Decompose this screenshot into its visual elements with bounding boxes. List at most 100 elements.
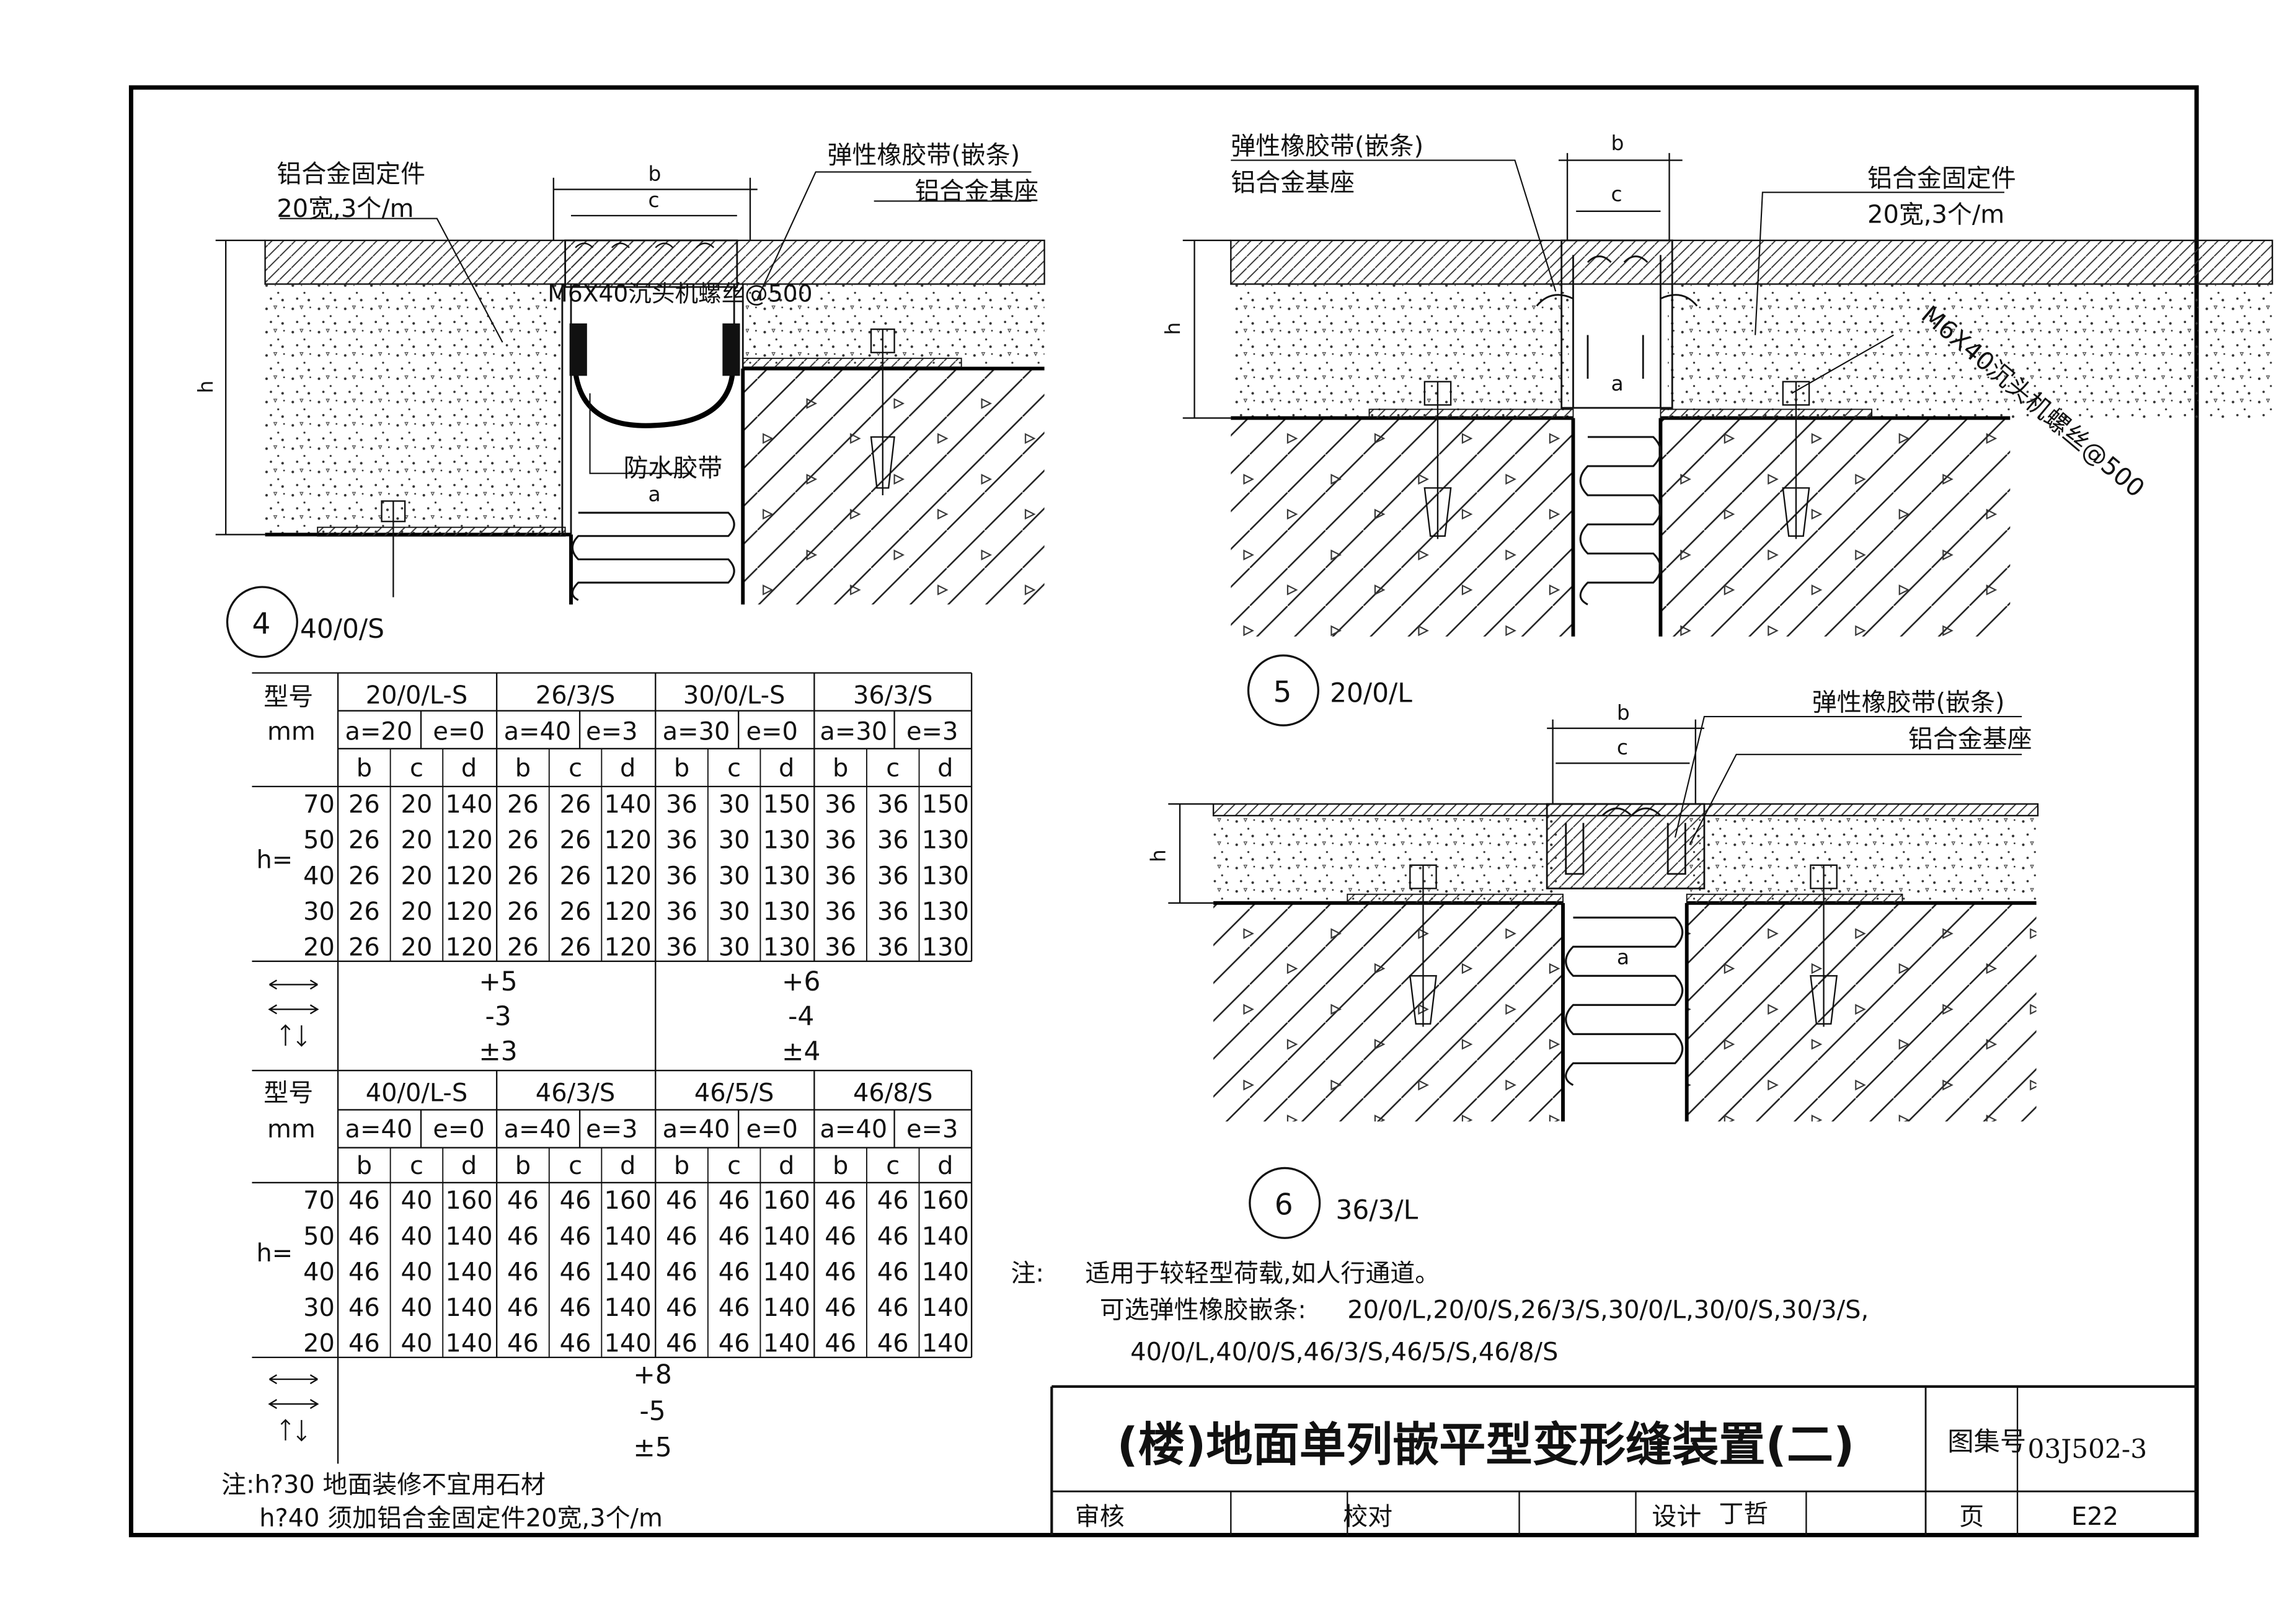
table2-cell: 46 bbox=[507, 1186, 539, 1215]
table1-cell: 120 bbox=[604, 862, 652, 890]
t1-move-left-0: +5 bbox=[479, 966, 517, 997]
table1-cell: 26 bbox=[348, 826, 380, 855]
table2-subcol: d bbox=[620, 1152, 635, 1180]
table1-cell: 36 bbox=[666, 862, 697, 890]
table2-cell: 140 bbox=[763, 1222, 810, 1251]
table2-cell: 140 bbox=[445, 1222, 492, 1251]
table2-cell: 140 bbox=[445, 1258, 492, 1286]
notes-line3: 40/0/L,40/0/S,46/3/S,46/5/S,46/8/S bbox=[1130, 1338, 1558, 1367]
table2-h-value: 20 bbox=[303, 1329, 335, 1357]
review-label: 审核 bbox=[1075, 1503, 1125, 1531]
table2-cell: 160 bbox=[922, 1186, 969, 1215]
table1-cell: 150 bbox=[763, 790, 810, 819]
table1-cell: 36 bbox=[825, 826, 856, 855]
t2-model-0: 40/0/L-S bbox=[366, 1079, 467, 1107]
table2-subcol: b bbox=[356, 1152, 372, 1180]
table2-cell: 140 bbox=[763, 1258, 810, 1286]
table2-cell: 160 bbox=[763, 1186, 810, 1215]
table1-cell: 140 bbox=[604, 790, 652, 819]
table2-cell: 140 bbox=[604, 1294, 652, 1322]
detail6-dim-h: h bbox=[1146, 849, 1171, 862]
table2-cell: 46 bbox=[348, 1258, 380, 1286]
table2-cell: 140 bbox=[604, 1222, 652, 1251]
detail5-label-fixing: 铝合金固定件 bbox=[1867, 164, 2016, 193]
table1-cell: 130 bbox=[763, 826, 810, 855]
atlas-number: 03J502-3 bbox=[2027, 1434, 2147, 1464]
table1-cell: 30 bbox=[719, 933, 750, 961]
table1-cell: 120 bbox=[445, 933, 492, 961]
table2-cell: 140 bbox=[445, 1329, 492, 1357]
table1-cell: 20 bbox=[401, 862, 433, 890]
table1-cell: 36 bbox=[825, 898, 856, 926]
t2-param-2e: e=0 bbox=[746, 1115, 798, 1144]
table1-h-value: 70 bbox=[303, 790, 335, 819]
table1-cell: 36 bbox=[666, 933, 697, 961]
t1-param-3a: a=30 bbox=[820, 718, 887, 746]
table2-cell: 46 bbox=[877, 1294, 909, 1322]
table1-cell: 36 bbox=[877, 862, 909, 890]
table2-cell: 40 bbox=[401, 1258, 433, 1286]
table1-subcol: b bbox=[674, 754, 689, 782]
t2-param-2a: a=40 bbox=[663, 1115, 730, 1144]
t2-param-1e: e=3 bbox=[586, 1115, 637, 1144]
detail5-number-circle bbox=[1247, 654, 1319, 726]
table2-h-value: 30 bbox=[303, 1294, 335, 1322]
table2-cell: 40 bbox=[401, 1186, 433, 1215]
table1-cell: 20 bbox=[401, 933, 433, 961]
table1-cell: 150 bbox=[922, 790, 969, 819]
drawing-title: (楼)地面单列嵌平型变形缝装置(二) bbox=[1117, 1418, 1855, 1472]
table1-cell: 26 bbox=[507, 898, 539, 926]
table1-cell: 36 bbox=[825, 933, 856, 961]
table1-cell: 26 bbox=[560, 898, 591, 926]
detail6-label-rubber: 弹性橡胶带(嵌条) bbox=[1812, 689, 2005, 717]
detail6-dim-a: a bbox=[1617, 945, 1629, 969]
table2-cell: 46 bbox=[560, 1329, 591, 1357]
detail4-label-rubber: 弹性橡胶带(嵌条) bbox=[828, 141, 1020, 169]
table1-cell: 30 bbox=[719, 898, 750, 926]
table2-cell: 160 bbox=[604, 1186, 652, 1215]
table1-cell: 26 bbox=[507, 826, 539, 855]
detail5-model: 20/0/L bbox=[1330, 678, 1412, 708]
t1-header-mm: mm bbox=[267, 718, 316, 746]
table2-subcol: b bbox=[833, 1152, 848, 1180]
table1-subcol: d bbox=[937, 754, 953, 782]
detail4-dim-c: c bbox=[648, 188, 660, 212]
table2-cell: 46 bbox=[507, 1294, 539, 1322]
t2-move-2: ±5 bbox=[633, 1432, 671, 1463]
table2-cell: 46 bbox=[719, 1258, 750, 1286]
table-note-line2: h?40 须加铝合金固定件20宽,3个/m bbox=[259, 1504, 663, 1532]
t1-param-3e: e=3 bbox=[906, 718, 958, 746]
spec-table-2 bbox=[252, 1070, 973, 1464]
table1-cell: 36 bbox=[877, 933, 909, 961]
table2-cell: 140 bbox=[763, 1329, 810, 1357]
t2-move-1: -5 bbox=[639, 1396, 665, 1426]
t1-model-1: 26/3/S bbox=[536, 681, 616, 710]
spec-table-2-text: 型号 mm 40/0/L-S 46/3/S 46/5/S 46/8/S a=40… bbox=[263, 1079, 958, 1144]
table2-subcol: d bbox=[937, 1152, 953, 1180]
table2-subcol: c bbox=[886, 1152, 900, 1180]
spec-table-2-vgrid bbox=[389, 1147, 920, 1357]
title-block bbox=[1050, 1385, 2197, 1535]
table1-cell: 36 bbox=[877, 898, 909, 926]
table2-cell: 140 bbox=[922, 1258, 969, 1286]
t1-move-right-0: +6 bbox=[782, 966, 820, 997]
t2-h-label: h= bbox=[257, 1239, 293, 1268]
detail5-dim-b: b bbox=[1611, 131, 1624, 155]
t1-move-left-1: -3 bbox=[485, 1001, 511, 1031]
table1-cell: 26 bbox=[348, 933, 380, 961]
table2-h-value: 70 bbox=[303, 1186, 335, 1215]
table2-cell: 46 bbox=[825, 1186, 856, 1215]
detail4-label-waterproof: 防水胶带 bbox=[624, 454, 723, 482]
notes-line1: 适用于较轻型荷载,如人行通道。 bbox=[1085, 1260, 1440, 1288]
table1-cell: 26 bbox=[348, 898, 380, 926]
detail4-dim-h: h bbox=[193, 381, 218, 394]
table1-subcol: c bbox=[886, 754, 900, 782]
table1-cell: 130 bbox=[763, 933, 810, 961]
detail4-label-screw: M6X40沉头机螺丝@500 bbox=[547, 280, 812, 307]
table2-subcol: b bbox=[515, 1152, 531, 1180]
table1-subcol: c bbox=[727, 754, 741, 782]
table2-cell: 40 bbox=[401, 1329, 433, 1357]
